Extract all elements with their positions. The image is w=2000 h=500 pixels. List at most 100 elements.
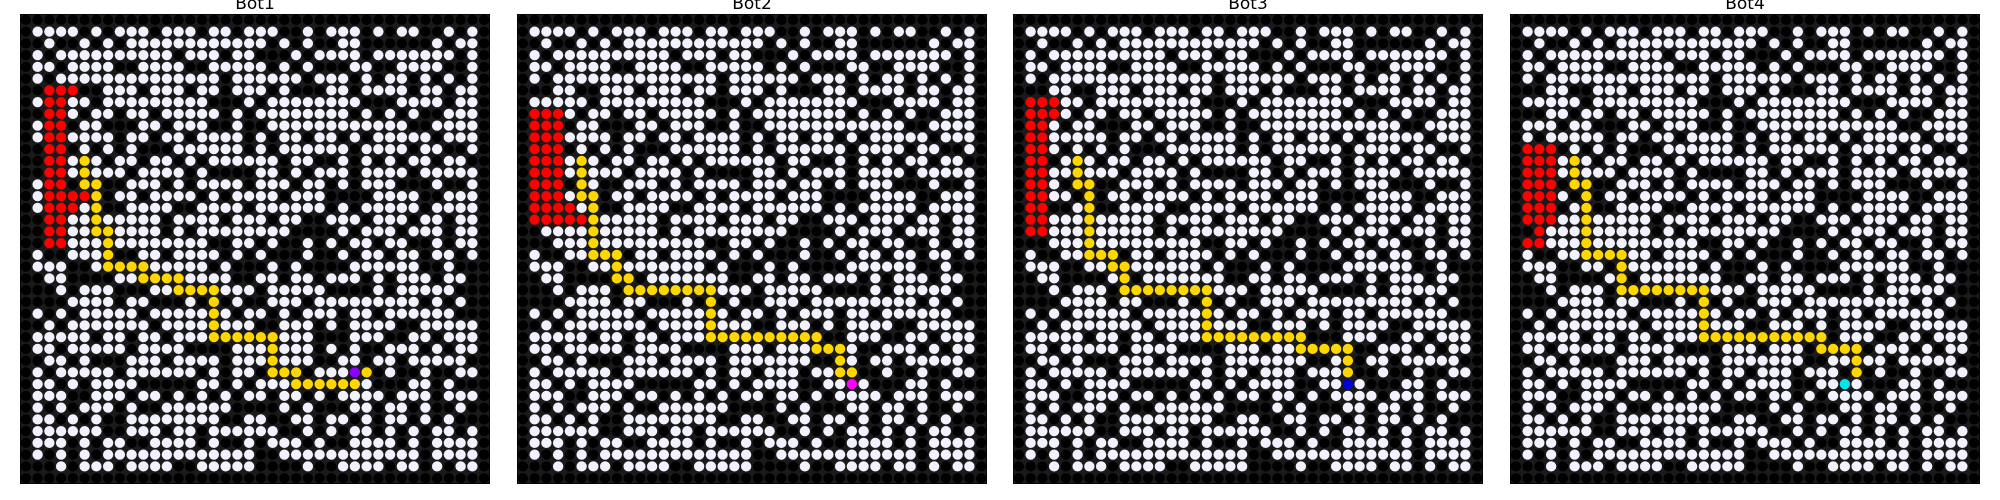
blocked-cell [1013, 461, 1025, 472]
blocked-cell [905, 85, 916, 96]
open-cell [1354, 308, 1365, 319]
blocked-cell [658, 378, 670, 390]
open-cell [834, 96, 846, 108]
blocked-cell [905, 38, 916, 49]
open-cell [91, 296, 102, 308]
open-cell [787, 367, 799, 378]
blocked-cell [1307, 155, 1318, 167]
blocked-cell [1048, 296, 1060, 308]
blocked-cell [79, 26, 90, 37]
open-cell [541, 261, 552, 272]
open-cell [787, 284, 799, 296]
open-cell [1072, 367, 1083, 378]
open-cell [1389, 461, 1401, 472]
open-cell [408, 202, 419, 214]
blocked-cell [717, 108, 728, 120]
open-cell [787, 437, 799, 449]
open-cell [1142, 461, 1154, 472]
blocked-cell [917, 179, 928, 190]
open-cell [255, 226, 267, 237]
blocked-cell [1236, 167, 1248, 178]
blocked-cell [1780, 26, 1792, 37]
open-cell [302, 38, 314, 49]
fire-cell [552, 179, 564, 190]
open-cell [776, 308, 787, 319]
open-cell [290, 143, 302, 155]
open-cell [1213, 226, 1224, 237]
blocked-cell [220, 414, 231, 425]
open-cell [467, 226, 478, 237]
open-cell [149, 249, 161, 261]
blocked-cell [858, 96, 869, 108]
open-cell [870, 284, 881, 296]
open-cell [1307, 143, 1318, 155]
blocked-cell [1663, 49, 1674, 61]
open-cell [1460, 61, 1471, 73]
open-cell [279, 214, 290, 225]
open-cell [1201, 226, 1213, 237]
open-cell [1107, 320, 1119, 331]
blocked-cell [646, 132, 658, 143]
open-cell [91, 378, 102, 390]
blocked-cell [243, 296, 255, 308]
open-cell [740, 226, 752, 237]
open-cell [361, 449, 372, 460]
blocked-cell [373, 155, 384, 167]
open-cell [1910, 49, 1921, 61]
fire-cell [552, 108, 564, 120]
open-cell [1295, 320, 1307, 331]
open-cell [114, 167, 126, 178]
open-cell [208, 202, 220, 214]
blocked-cell [1107, 14, 1119, 26]
blocked-cell [55, 343, 67, 355]
open-cell [870, 190, 881, 202]
blocked-cell [302, 73, 314, 84]
blocked-cell [91, 437, 102, 449]
open-cell [138, 108, 149, 120]
open-cell [1048, 26, 1060, 37]
open-cell [893, 96, 905, 108]
blocked-cell [1213, 96, 1224, 108]
blocked-cell [1248, 472, 1260, 484]
open-cell [834, 155, 846, 167]
blocked-cell [408, 214, 419, 225]
open-cell [952, 296, 963, 308]
blocked-cell [1295, 167, 1307, 178]
open-cell [337, 155, 349, 167]
open-cell [467, 390, 478, 402]
open-cell [1460, 26, 1471, 37]
open-cell [646, 202, 658, 214]
fire-cell [44, 85, 55, 96]
path-cell [126, 261, 137, 272]
blocked-cell [611, 202, 623, 214]
open-cell [623, 143, 634, 155]
open-cell [44, 61, 55, 73]
blocked-cell [443, 179, 455, 190]
open-cell [1084, 61, 1095, 73]
open-cell [635, 38, 646, 49]
open-cell [1178, 190, 1189, 202]
open-cell [623, 449, 634, 460]
blocked-cell [420, 296, 431, 308]
open-cell [682, 237, 693, 249]
open-cell [940, 390, 952, 402]
open-cell [232, 155, 243, 167]
open-cell [1413, 143, 1424, 155]
open-cell [623, 414, 634, 425]
open-cell [811, 108, 822, 120]
path-cell [220, 331, 231, 343]
open-cell [467, 49, 478, 61]
blocked-cell [517, 355, 529, 366]
open-cell [670, 214, 681, 225]
open-cell [1095, 343, 1107, 355]
blocked-cell [1048, 414, 1060, 425]
path-cell [1225, 331, 1236, 343]
blocked-cell [255, 96, 267, 108]
open-cell [928, 320, 940, 331]
open-cell [373, 355, 384, 366]
open-cell [455, 132, 466, 143]
blocked-cell [1248, 261, 1260, 272]
open-cell [467, 85, 478, 96]
fire-cell [55, 143, 67, 155]
open-cell [799, 237, 811, 249]
